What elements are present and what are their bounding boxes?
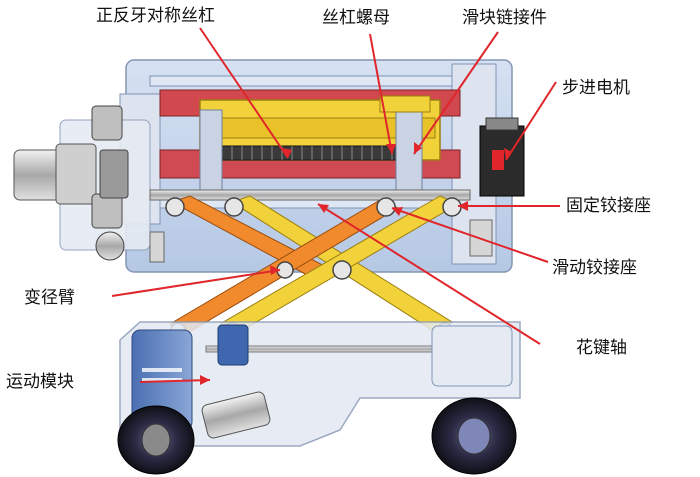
label-motion-module: 运动模块 [6, 372, 74, 392]
leader-slide-hinge [391, 207, 549, 263]
leader-arrowheads [200, 142, 512, 385]
screw-assembly [149, 89, 471, 201]
motion-module-body [131, 324, 513, 431]
leader-screw [199, 27, 289, 159]
module-motor [201, 391, 271, 439]
leader-nut [369, 33, 393, 155]
leader-arm [111, 269, 281, 297]
leader-slider [413, 31, 499, 155]
label-fixed-hinge: 固定铰接座 [566, 196, 651, 216]
label-nut: 丝杠螺母 [322, 8, 390, 28]
left-gear-motor [13, 105, 165, 263]
label-arm: 变径臂 [24, 288, 75, 308]
label-stepper: 步进电机 [562, 78, 630, 98]
label-slide-hinge: 滑动铰接座 [552, 258, 637, 278]
label-slider-link: 滑块链接件 [462, 8, 547, 28]
leader-spline [317, 203, 541, 345]
wheels [117, 397, 517, 475]
label-spline-shaft: 花键轴 [576, 338, 627, 358]
leader-module [139, 379, 211, 383]
leader-stepper [505, 81, 557, 161]
leader-lines [111, 27, 560, 383]
label-screw: 正反牙对称丝杠 [96, 6, 215, 26]
